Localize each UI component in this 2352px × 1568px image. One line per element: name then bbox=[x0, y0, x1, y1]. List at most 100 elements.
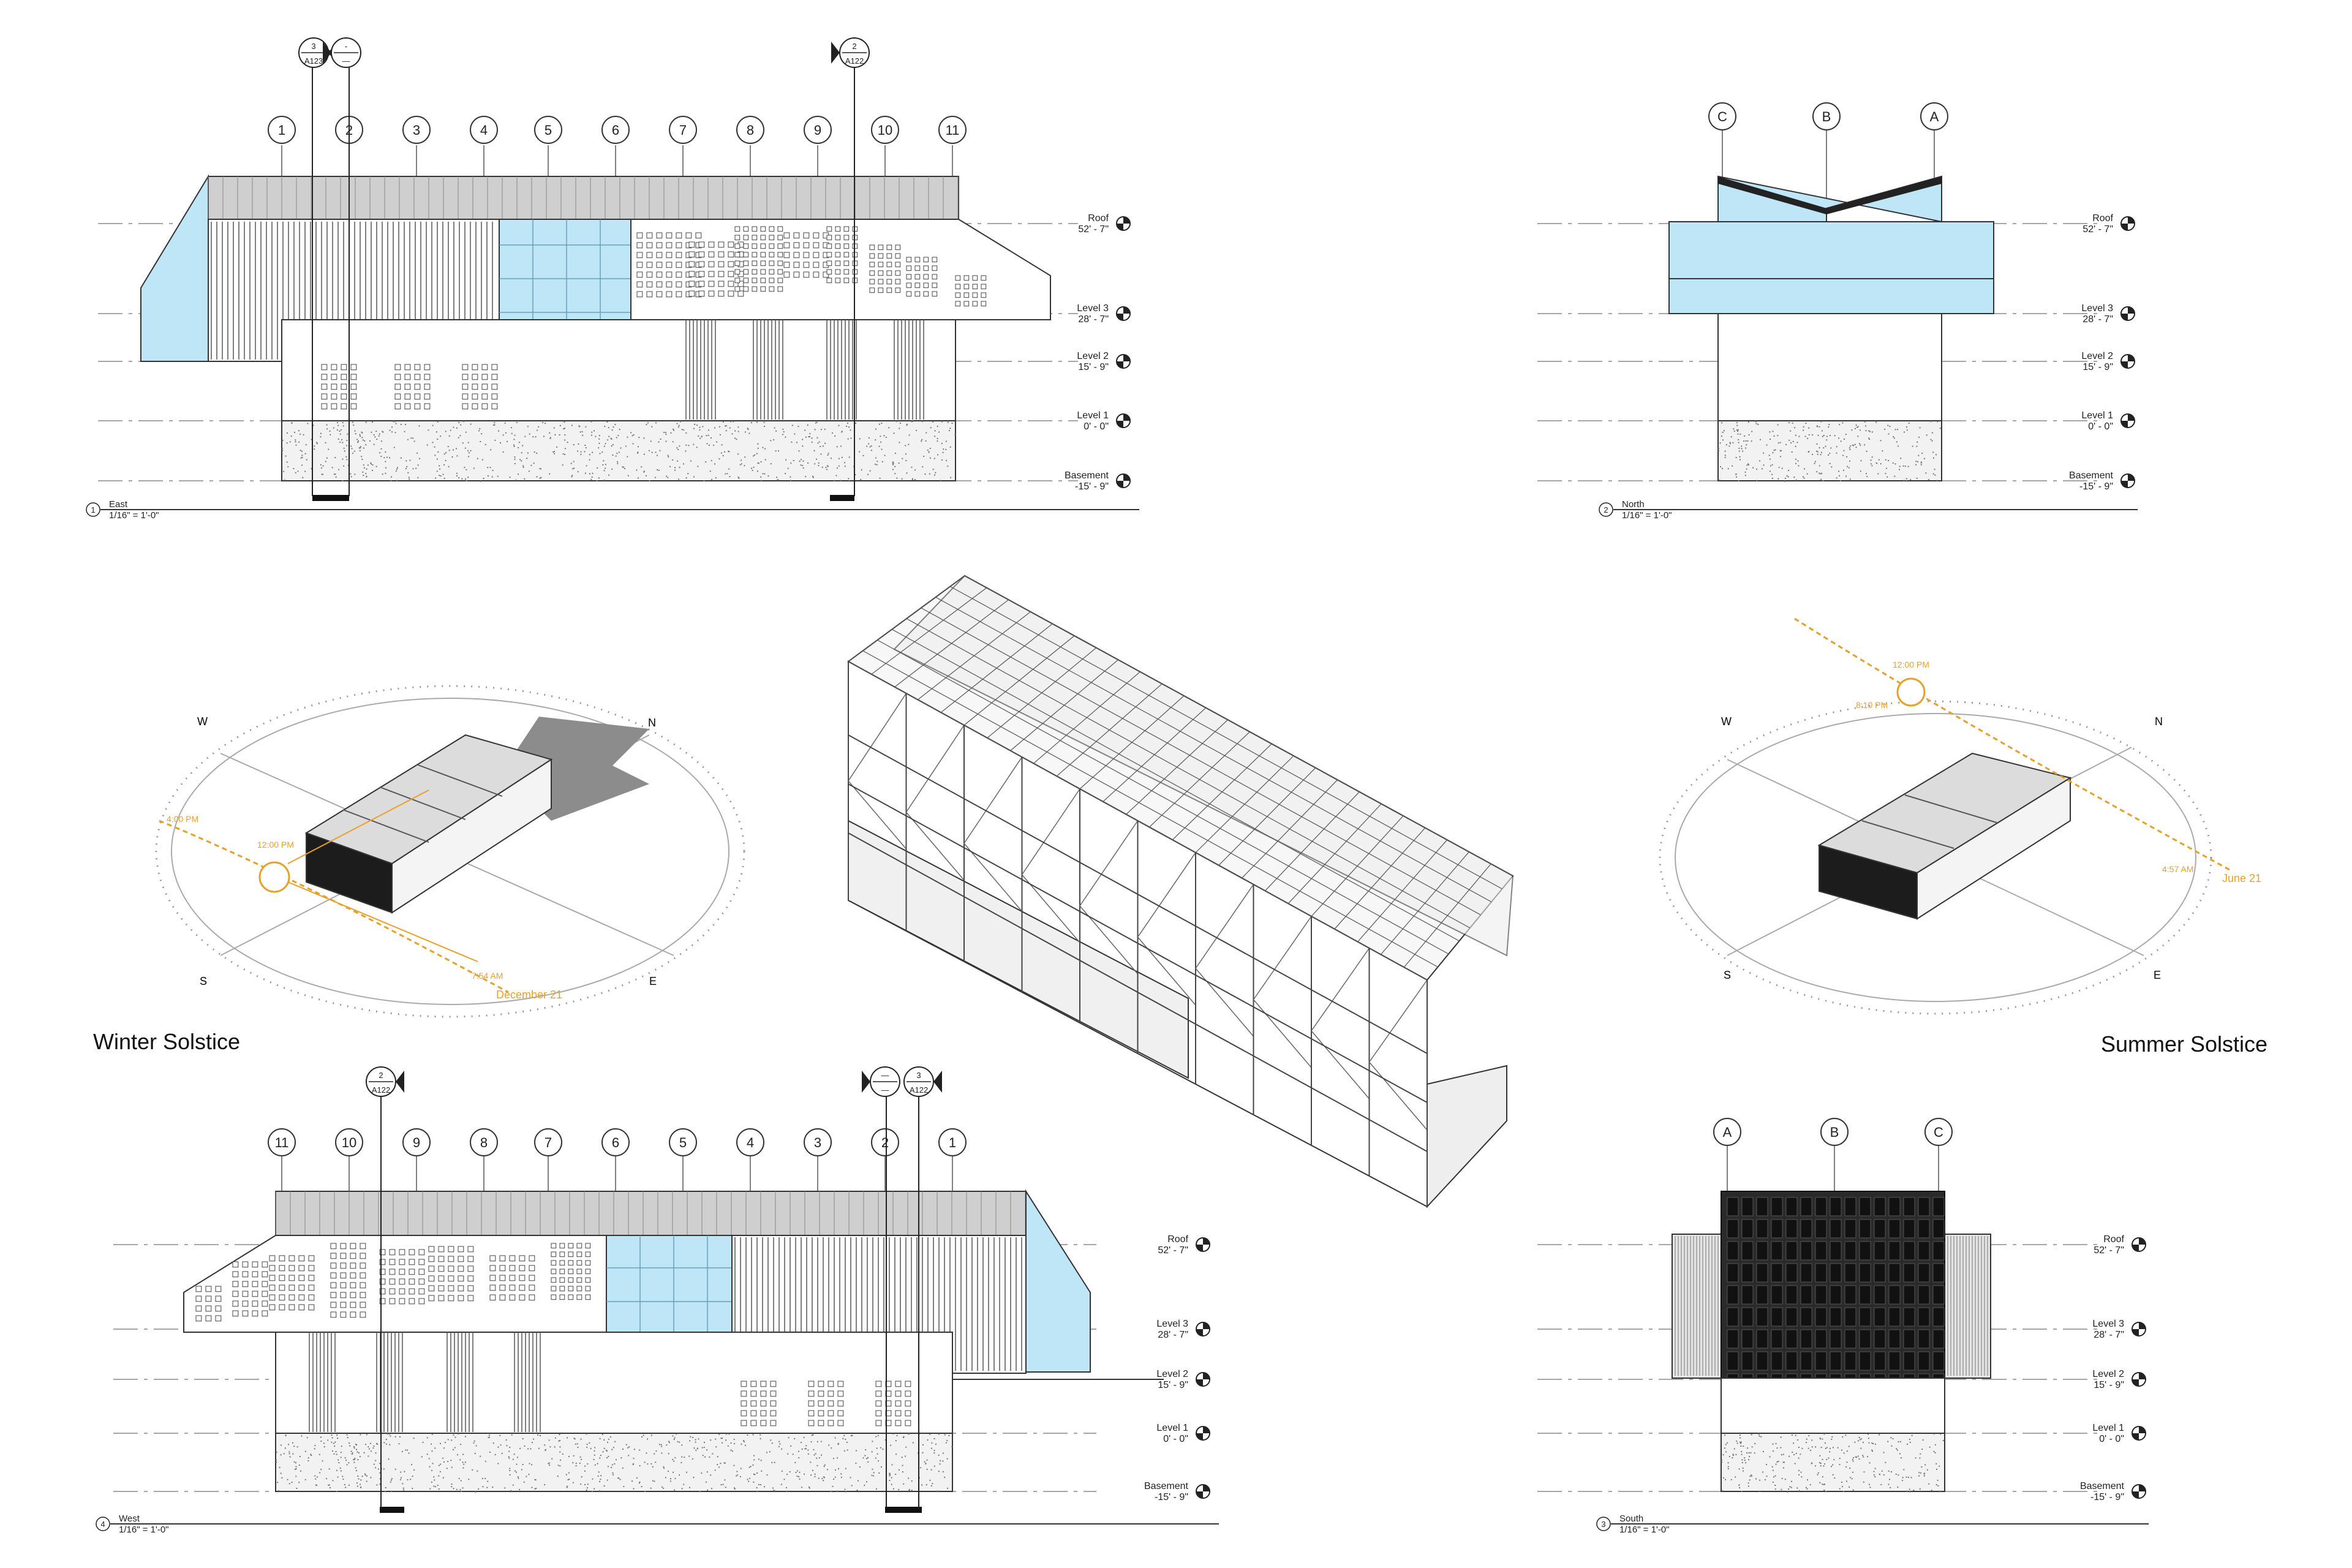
west-basement-name: Basement bbox=[1144, 1481, 1189, 1491]
east-grid-9-label: 9 bbox=[814, 123, 821, 138]
east-grid-5-bubble bbox=[534, 116, 562, 144]
north-basement-name: Basement bbox=[2069, 470, 2114, 481]
east-grid-5-label: 5 bbox=[545, 123, 552, 138]
east-grid-3-bubble bbox=[402, 116, 431, 144]
gable-roof-edge bbox=[1718, 176, 1942, 214]
north-basement-elev: -15' - 9" bbox=[2079, 481, 2113, 492]
west-level-2-name: Level 2 bbox=[1156, 1369, 1188, 1379]
west-grid-10-label: 10 bbox=[342, 1135, 356, 1150]
east-roof-name: Roof bbox=[1088, 213, 1109, 224]
east-level-3-elev: 28' - 7" bbox=[1078, 314, 1109, 325]
south-level-2-elev: 15' - 9" bbox=[2094, 1380, 2124, 1390]
east-grid-10-label: 10 bbox=[878, 123, 892, 138]
east-view-number-icon bbox=[86, 502, 100, 517]
west-grid-9-label: 9 bbox=[413, 1135, 420, 1150]
east-grid-4-label: 4 bbox=[480, 123, 488, 138]
east-level-3-name: Level 3 bbox=[1077, 303, 1109, 314]
west-grid-1-bubble bbox=[938, 1128, 967, 1156]
west-level-2-elev: 15' - 9" bbox=[1158, 1380, 1188, 1390]
west-section-3-arrow-icon bbox=[933, 1071, 942, 1093]
north-grid-C-label: C bbox=[1717, 109, 1727, 124]
ground-floor bbox=[1717, 313, 1942, 421]
south-view-number-icon bbox=[1596, 1517, 1611, 1531]
west-view-number-icon bbox=[96, 1517, 110, 1531]
south-view-name: South bbox=[1619, 1513, 1643, 1524]
summer-date: June 21 bbox=[2222, 872, 2261, 884]
west-grid-4-label: 4 bbox=[747, 1135, 754, 1150]
east-grid-1-label: 1 bbox=[278, 123, 285, 138]
south-view-scale: 1/16" = 1'-0" bbox=[1619, 1525, 1669, 1535]
upper-glass-volume bbox=[1668, 221, 1994, 314]
south-grid-A-bubble bbox=[1713, 1118, 1741, 1146]
south-roof-name: Roof bbox=[2103, 1234, 2124, 1245]
glazed-end-wall bbox=[140, 174, 209, 362]
west-roof-name: Roof bbox=[1167, 1234, 1188, 1245]
west-section-1-bottom: A122 bbox=[372, 1085, 390, 1095]
north-level-1-elev: 0' - 0" bbox=[2088, 421, 2113, 432]
summer-solstice-title: Summer Solstice bbox=[2101, 1031, 2268, 1057]
east-section-1-bottom: A123 bbox=[304, 56, 323, 66]
north-grid-A-bubble bbox=[1920, 102, 1948, 130]
west-basement-elev: -15' - 9" bbox=[1155, 1492, 1188, 1502]
north-level-2-name: Level 2 bbox=[2081, 351, 2113, 361]
west-grid-10-bubble bbox=[335, 1128, 363, 1156]
perforated-screen bbox=[630, 219, 1051, 320]
south-grid-C-bubble bbox=[1924, 1118, 1953, 1146]
foundation bbox=[281, 420, 956, 481]
east-grid-6-label: 6 bbox=[612, 123, 619, 138]
west-grid-9-bubble bbox=[402, 1128, 431, 1156]
west-grid-11-bubble bbox=[268, 1128, 296, 1156]
winter-date: December 21 bbox=[496, 989, 562, 1001]
east-level-1-elev: 0' - 0" bbox=[1084, 421, 1109, 432]
east-grid-7-label: 7 bbox=[679, 123, 687, 138]
summer-time-3: 4:57 AM bbox=[2162, 864, 2193, 874]
south-level-1-elev: 0' - 0" bbox=[2099, 1434, 2124, 1444]
west-grid-3-label: 3 bbox=[814, 1135, 821, 1150]
south-level-2-name: Level 2 bbox=[2092, 1369, 2124, 1379]
east-level-2-elev: 15' - 9" bbox=[1078, 362, 1109, 372]
west-grid-5-bubble bbox=[669, 1128, 697, 1156]
west-section-3-bottom: A122 bbox=[910, 1085, 928, 1095]
west-grid-1-label: 1 bbox=[949, 1135, 956, 1150]
east-section-2-top: - bbox=[345, 42, 347, 51]
west-roof-elev: 52' - 7" bbox=[1158, 1245, 1188, 1256]
foundation bbox=[1717, 420, 1942, 481]
south-grid-A-label: A bbox=[1723, 1125, 1732, 1140]
south-view-number: 3 bbox=[1601, 1520, 1605, 1529]
north-level-1-name: Level 1 bbox=[2081, 410, 2113, 421]
summer-compass-w: W bbox=[1721, 715, 1732, 728]
south-level-1-name: Level 1 bbox=[2092, 1423, 2124, 1433]
east-section-3-arrow-icon bbox=[831, 42, 840, 64]
summer-solstice-sun-study: 12:00 PM 8:10 PM 4:57 AM June 21 W N S E bbox=[1659, 617, 2261, 1015]
ground-floor bbox=[1721, 1378, 1945, 1434]
section-cut-base bbox=[380, 1507, 404, 1513]
west-grid-7-label: 7 bbox=[545, 1135, 552, 1150]
east-grid-11-label: 11 bbox=[946, 123, 960, 138]
west-section-2-arrow-icon bbox=[862, 1071, 870, 1093]
east-grid-4-bubble bbox=[470, 116, 498, 144]
roof-band bbox=[208, 176, 959, 220]
winter-compass-s: S bbox=[200, 975, 207, 987]
west-level-3-elev: 28' - 7" bbox=[1158, 1330, 1188, 1340]
north-view-number: 2 bbox=[1604, 505, 1608, 514]
foundation bbox=[1721, 1433, 1945, 1492]
winter-solstice-title: Winter Solstice bbox=[93, 1029, 241, 1054]
south-level-3-elev: 28' - 7" bbox=[2094, 1330, 2124, 1340]
west-grid-2-label: 2 bbox=[881, 1135, 889, 1150]
north-grid-A-label: A bbox=[1930, 109, 1939, 124]
east-view-scale: 1/16" = 1'-0" bbox=[109, 510, 159, 521]
south-basement-name: Basement bbox=[2080, 1481, 2125, 1491]
east-grid-11-bubble bbox=[938, 116, 967, 144]
ground-floor bbox=[281, 319, 956, 421]
section-cut-base bbox=[830, 495, 854, 501]
west-grid-8-bubble bbox=[470, 1128, 498, 1156]
east-section-3-bottom: A122 bbox=[845, 56, 864, 66]
south-roof-elev: 52' - 7" bbox=[2094, 1245, 2124, 1256]
west-grid-6-label: 6 bbox=[612, 1135, 619, 1150]
north-grid-B-bubble bbox=[1812, 102, 1841, 130]
glazed-end-wall bbox=[1025, 1189, 1091, 1373]
east-basement-name: Basement bbox=[1065, 470, 1109, 481]
